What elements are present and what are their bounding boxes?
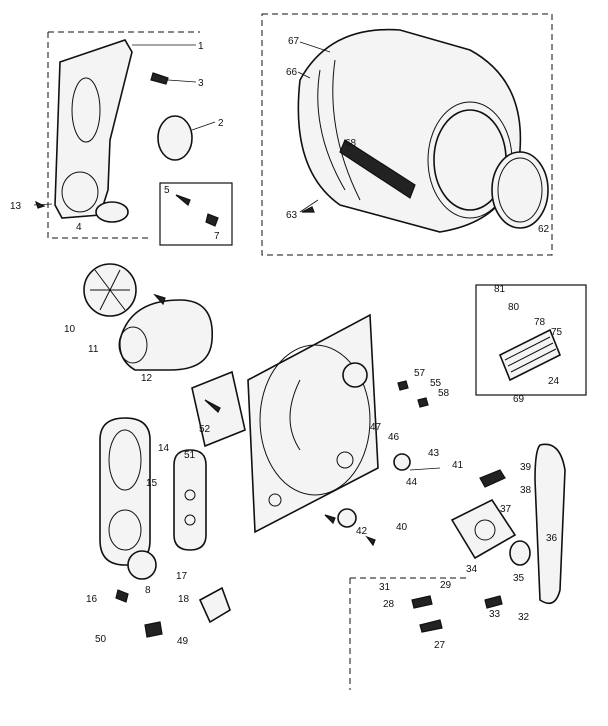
callout-label: 40 [396, 522, 408, 533]
callout-label: 50 [95, 634, 107, 645]
callout-labels: 1 2 3 5 7 13 4 67 66 68 63 62 10 11 12 5… [10, 36, 563, 651]
callout-label: 1 [198, 41, 204, 52]
callout-label: 3 [198, 78, 204, 89]
callout-label: 11 [88, 344, 99, 355]
callout-label: 5 [164, 185, 170, 196]
callout-label: 49 [177, 636, 189, 647]
callout-label: 39 [520, 462, 532, 473]
callout-label: 69 [513, 394, 525, 405]
callout-label: 57 [414, 368, 426, 379]
callout-label: 33 [489, 609, 501, 620]
callout-label: 35 [513, 573, 525, 584]
callout-label: 37 [500, 504, 512, 515]
callout-label: 24 [548, 376, 560, 387]
callout-label: 14 [158, 443, 170, 454]
callout-label: 29 [440, 580, 452, 591]
drum-assembly [261, 13, 553, 256]
callout-label: 31 [379, 582, 391, 593]
bracket [191, 370, 246, 448]
callout-label: 51 [184, 450, 196, 461]
callout-label: 62 [538, 224, 550, 235]
callout-label: 58 [438, 388, 450, 399]
callout-label: 81 [494, 284, 506, 295]
callout-label: 10 [64, 324, 76, 335]
callout-label: 52 [199, 424, 211, 435]
callout-label: 13 [10, 201, 22, 212]
motor-belt-assembly [450, 443, 566, 609]
blower-assembly [83, 263, 213, 371]
callout-label: 67 [288, 36, 300, 47]
callout-label: 15 [146, 478, 158, 489]
callout-label: 41 [452, 460, 464, 471]
callout-label: 47 [370, 422, 382, 433]
callout-label: 75 [551, 327, 563, 338]
callout-label: 80 [508, 302, 520, 313]
callout-label: 27 [434, 640, 446, 651]
callout-label: 38 [520, 485, 532, 496]
idler-assembly [349, 577, 470, 690]
callout-label: 12 [141, 373, 153, 384]
callout-label: 7 [214, 231, 220, 242]
callout-label: 44 [406, 477, 418, 488]
thermostat-inset [475, 284, 587, 396]
callout-label: 55 [430, 378, 442, 389]
small-hardware [324, 380, 441, 547]
rear-bulkhead [247, 313, 379, 534]
callout-label: 68 [345, 138, 357, 149]
callout-label: 43 [428, 448, 440, 459]
callout-label: 46 [388, 432, 400, 443]
callout-label: 63 [286, 210, 298, 221]
callout-label: 36 [546, 533, 558, 544]
callout-label: 42 [356, 526, 368, 537]
callout-label: 17 [176, 571, 188, 582]
callout-label: 2 [218, 118, 224, 129]
callout-label: 28 [383, 599, 395, 610]
callout-label: 66 [286, 67, 298, 78]
callout-label: 78 [534, 317, 546, 328]
callout-label: 32 [518, 612, 530, 623]
callout-label: 4 [76, 222, 82, 233]
callout-label: 34 [466, 564, 478, 575]
callout-label: 18 [178, 594, 190, 605]
lint-duct-assembly [33, 31, 233, 246]
vent-housing [99, 417, 231, 638]
callout-label: 8 [145, 585, 151, 596]
callout-label: 16 [86, 594, 98, 605]
